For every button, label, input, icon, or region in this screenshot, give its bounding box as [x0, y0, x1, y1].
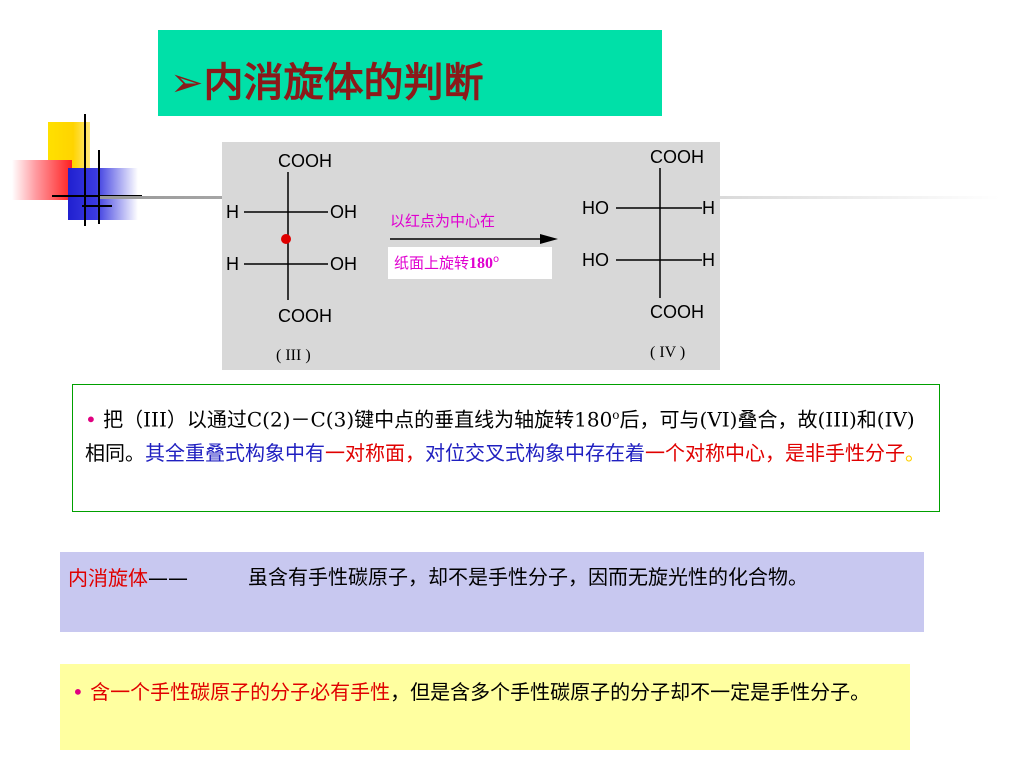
explanation-seg1: 把（III）以通过C(2)－C(3)键中点的垂直线为轴旋转180	[103, 407, 613, 432]
deco-line	[84, 114, 86, 226]
right-row2-left: HO	[582, 250, 609, 270]
deco-square-blue	[68, 168, 138, 220]
bullet-icon: •	[85, 407, 97, 432]
explanation-box: • 把（III）以通过C(2)－C(3)键中点的垂直线为轴旋转180o后，可与(…	[72, 384, 940, 512]
explanation-seg5: 对位交叉式构象中存在着	[425, 440, 645, 465]
title-banner	[158, 30, 662, 116]
note-text: • 含一个手性碳原子的分子必有手性，但是含多个手性碳原子的分子却不一定是手性分子…	[72, 676, 902, 709]
deco-square-red	[12, 160, 72, 200]
left-row2-left: H	[226, 254, 239, 274]
slide-title: ➢内消旋体的判断	[170, 50, 484, 108]
symmetry-center-text: 一个对称中心，是非手性分子	[645, 440, 905, 465]
right-bottom-group: COOH	[650, 302, 704, 322]
note-box: • 含一个手性碳原子的分子必有手性，但是含多个手性碳原子的分子却不一定是手性分子…	[60, 664, 910, 750]
left-row2-right: OH	[330, 254, 357, 274]
left-top-group: COOH	[278, 151, 332, 171]
rotation-center-dot	[281, 234, 291, 244]
explanation-seg3: 其全重叠式构象中有	[145, 440, 325, 465]
definition-text: 虽含有手性碳原子，却不是手性分子，因而无旋光性的化合物。	[248, 565, 808, 589]
arrow-head-icon	[540, 234, 558, 244]
right-row1-left: HO	[582, 198, 609, 218]
note-rest: ，但是含多个手性碳原子的分子却不一定是手性分子。	[390, 680, 871, 704]
fischer-lines	[244, 168, 702, 300]
arrow-bullet-icon: ➢	[170, 60, 204, 106]
explanation-seg2: 后，可与(VI)叠合，故(III)和(IV)相同。	[85, 407, 915, 465]
right-compound-label: ( IV )	[650, 344, 686, 361]
arrow-label-box	[388, 247, 552, 279]
symmetry-plane-text: 一对称面，	[325, 440, 425, 465]
deco-line	[82, 205, 112, 207]
arrow-label-line2: 纸面上旋转180o	[394, 254, 500, 272]
note-highlight: 含一个手性碳原子的分子必有手性	[90, 680, 391, 704]
left-compound-label: ( III )	[276, 347, 311, 364]
bullet-icon: •	[72, 680, 84, 704]
deco-line	[52, 195, 142, 197]
slide-title-text: 内消旋体的判断	[203, 60, 484, 106]
explanation-text: • 把（III）以通过C(2)－C(3)键中点的垂直线为轴旋转180o后，可与(…	[85, 399, 933, 470]
right-top-group: COOH	[650, 147, 704, 167]
deco-line	[98, 150, 100, 224]
fischer-projection-panel: COOH H OH H OH COOH ( III ) 以红点为中心在 纸面上旋…	[222, 142, 720, 370]
left-bottom-group: COOH	[278, 306, 332, 326]
explanation-period: 。	[905, 440, 925, 465]
right-row1-right: H	[702, 198, 715, 218]
arrow-label-line1: 以红点为中心在	[390, 212, 496, 230]
left-row1-right: OH	[330, 202, 357, 222]
definition-term: 内消旋体——	[68, 566, 188, 590]
right-row2-right: H	[702, 250, 715, 270]
left-row1-left: H	[226, 202, 239, 222]
definition-box: 内消旋体—— 虽含有手性碳原子，却不是手性分子，因而无旋光性的化合物。	[60, 552, 924, 632]
degree-sign: o	[612, 408, 620, 422]
